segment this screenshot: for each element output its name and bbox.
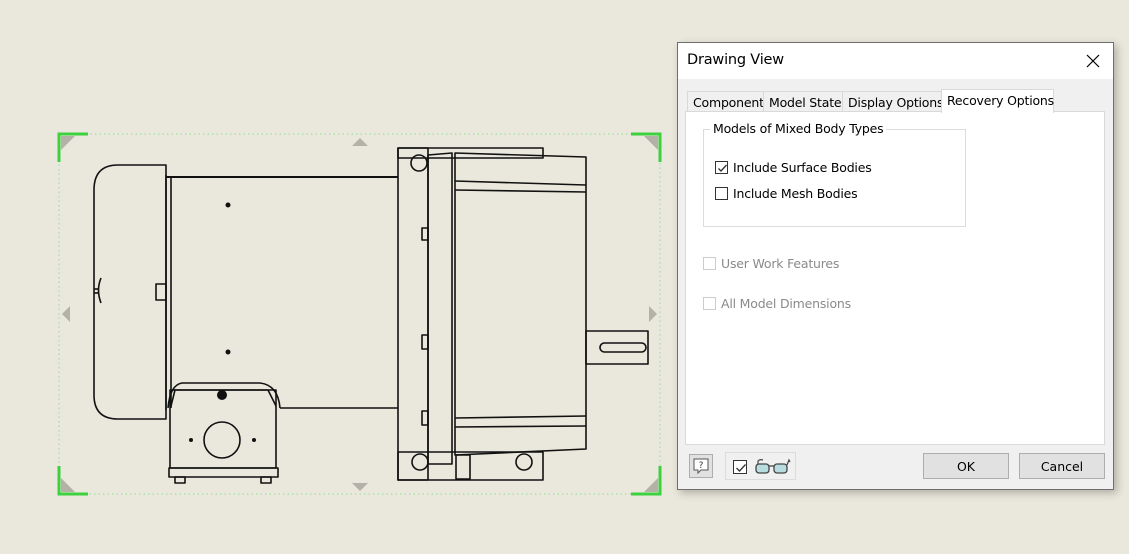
arrow-right-handle [649,306,657,322]
group-title: Models of Mixed Body Types [710,121,887,136]
close-button[interactable] [1073,43,1113,79]
mixed-body-types-group: Models of Mixed Body Types Include Surfa… [703,121,966,227]
checkmark-icon [736,464,746,472]
preview-toggle-group [725,452,796,480]
checkbox-label: All Model Dimensions [721,296,851,311]
dialog-titlebar[interactable]: Drawing View [678,43,1113,79]
glasses-icon [755,458,791,474]
selection-frame [58,133,661,495]
checkbox-box[interactable] [715,187,728,200]
preview-checkbox[interactable] [733,460,747,474]
arrow-left-handle [62,306,70,322]
cancel-button[interactable]: Cancel [1019,453,1105,479]
dialog-title: Drawing View [687,52,784,68]
svg-text:?: ? [699,461,704,471]
close-icon [1086,54,1100,68]
resize-handles[interactable] [61,136,658,492]
selection-corners [57,132,662,496]
checkbox-label: User Work Features [721,256,840,271]
arrow-down-handle [352,483,368,491]
tab-display-options[interactable]: Display Options [842,91,943,112]
ok-button[interactable]: OK [923,453,1009,479]
help-icon: ? [693,458,709,475]
drawing-canvas[interactable] [0,0,670,554]
arrow-up-handle [352,138,368,146]
checkbox-box[interactable] [715,161,728,174]
checkbox-label: Include Mesh Bodies [733,186,858,201]
include-mesh-bodies-checkbox[interactable]: Include Mesh Bodies [715,186,858,201]
help-button[interactable]: ? [689,454,713,478]
recovery-options-panel: Models of Mixed Body Types Include Surfa… [685,111,1105,445]
motor-details [189,202,256,442]
checkbox-box [703,257,716,270]
motor-outline [93,147,649,484]
checkbox-label: Include Surface Bodies [733,160,872,175]
tab-component[interactable]: Component [687,91,764,112]
tab-recovery-options[interactable]: Recovery Options [941,89,1054,113]
tab-model-state[interactable]: Model State [763,91,843,112]
include-surface-bodies-checkbox[interactable]: Include Surface Bodies [715,160,872,175]
drawing-view-dialog: Drawing View Component Model State Displ… [677,42,1114,490]
checkmark-icon [718,164,727,172]
motor-drawing-view[interactable] [0,0,670,554]
checkbox-box [703,297,716,310]
user-work-features-checkbox: User Work Features [703,256,839,271]
all-model-dimensions-checkbox: All Model Dimensions [703,296,851,311]
